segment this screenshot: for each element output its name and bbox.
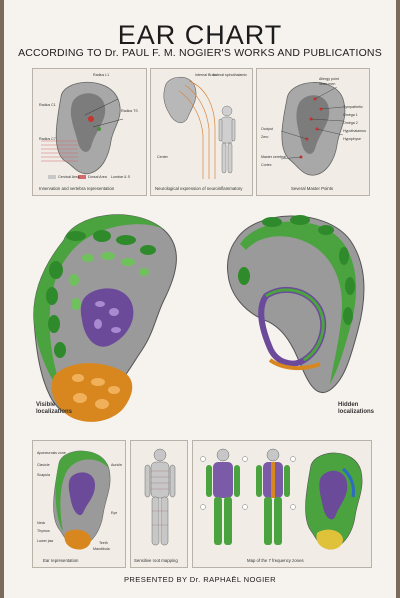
label-omega-2: Oméga 2: [343, 121, 358, 125]
large-ears-illustration: [33, 214, 365, 422]
label-mandibula: Mandibula: [93, 547, 110, 551]
visible-ear: [33, 214, 177, 422]
panel-innervation-caption: Innervation and vertebra representation: [39, 186, 115, 191]
label-radius-ts: Radius TS: [121, 109, 138, 113]
poster-title: EAR CHART: [117, 20, 283, 50]
label-dorsal-area: Dorsal Area: [88, 175, 107, 179]
hidden-localizations-label-1: Hidden: [338, 402, 359, 408]
frequency-zones-illustration: [200, 448, 363, 550]
label-shen-men: Shen men: [319, 82, 336, 86]
back-body-figure: [256, 448, 290, 545]
panel-master-points-caption: Several Master Points: [291, 186, 334, 191]
label-occiput: Occiput: [261, 127, 274, 131]
label-scapula: Scapula: [37, 473, 50, 477]
label-clavicle: Clavicle: [37, 463, 50, 467]
label-radius-c1: Radius C1: [39, 103, 56, 107]
label-lateral-spinothalamic: Lateral spinothalamic: [213, 73, 247, 77]
label-radius-l1: Radius L1: [93, 73, 110, 77]
neurological-illustration: [163, 76, 236, 179]
panel-neurological-caption: Neurological expression of neuroinflamma…: [155, 186, 243, 191]
label-eye: Eye: [111, 511, 118, 515]
panel-neurological: Internal Brain Lateral spinothalamic Cen…: [150, 68, 253, 196]
panel-frequency-zones-caption: Map of the 7 frequency zones: [247, 558, 304, 563]
label-center: Center: [157, 155, 168, 159]
label-sympathetic: Sympathetic: [343, 105, 363, 109]
label-aponeurosis-zone: Aponeurosis zone: [37, 451, 66, 455]
label-cortex: Cortex: [261, 163, 272, 167]
panel-master-points: Allergy point Shen men Sympathetic Oméga…: [256, 68, 370, 196]
master-points-illustration: [280, 82, 346, 176]
label-thymus: Thymus: [37, 529, 50, 533]
label-cervical-area: Cervical Area: [58, 175, 80, 179]
panel-sensitive-root-mapping-caption: Sensitive root mapping: [134, 558, 178, 563]
ear-representation-illustration: [53, 450, 111, 550]
label-omega-1: Oméga 1: [343, 113, 358, 117]
panel-ear-representation: Aponeurosis zone Clavicle Scapula Auricl…: [32, 440, 126, 568]
poster-footer: PRESENTED BY Dr. RAPHAËL NOGIER: [123, 575, 277, 584]
label-lumbar: Lumbar & S: [111, 175, 130, 179]
visible-localizations-label-1: Visible: [36, 402, 56, 408]
label-auricle: Auricle: [111, 463, 122, 467]
label-lower-jaw: Lower jaw: [37, 539, 54, 543]
label-internal-brain: Internal Brain: [195, 73, 217, 77]
panel-frequency-zones: Map of the 7 frequency zones: [192, 440, 372, 568]
front-body-figure: [206, 448, 240, 545]
label-radius-c7: Radius C7: [39, 137, 56, 141]
body-root-mapping-illustration: [144, 448, 176, 546]
label-neck: Neck: [37, 521, 46, 525]
label-teeth: Teeth: [99, 541, 108, 545]
visible-localizations-label-2: localizations: [36, 409, 73, 415]
frequency-ear: [305, 452, 363, 550]
poster-subtitle: ACCORDING TO Dr. PAUL F. M. NOGIER'S WOR…: [18, 47, 382, 59]
label-hypophyse: Hypophyse: [343, 137, 361, 141]
panel-sensitive-root-mapping: Sensitive root mapping: [130, 440, 188, 568]
label-allergy-point: Allergy point: [319, 77, 339, 81]
ear-chart-poster: EAR CHART ACCORDING TO Dr. PAUL F. M. NO…: [4, 0, 396, 598]
hidden-localizations-label-2: localizations: [338, 409, 375, 415]
label-master-cerebral: Master cerebral: [261, 155, 286, 159]
panel-innervation: Radius L1 Radius C1 Radius C7 Radius TS …: [32, 68, 147, 196]
label-zero: Zero: [261, 135, 269, 139]
ear-innervation-illustration: [41, 81, 124, 179]
panel-ear-representation-caption: Ear representation: [43, 558, 79, 563]
hidden-ear: [227, 215, 365, 393]
label-hypothalamus: Hypothalamus: [343, 129, 366, 133]
